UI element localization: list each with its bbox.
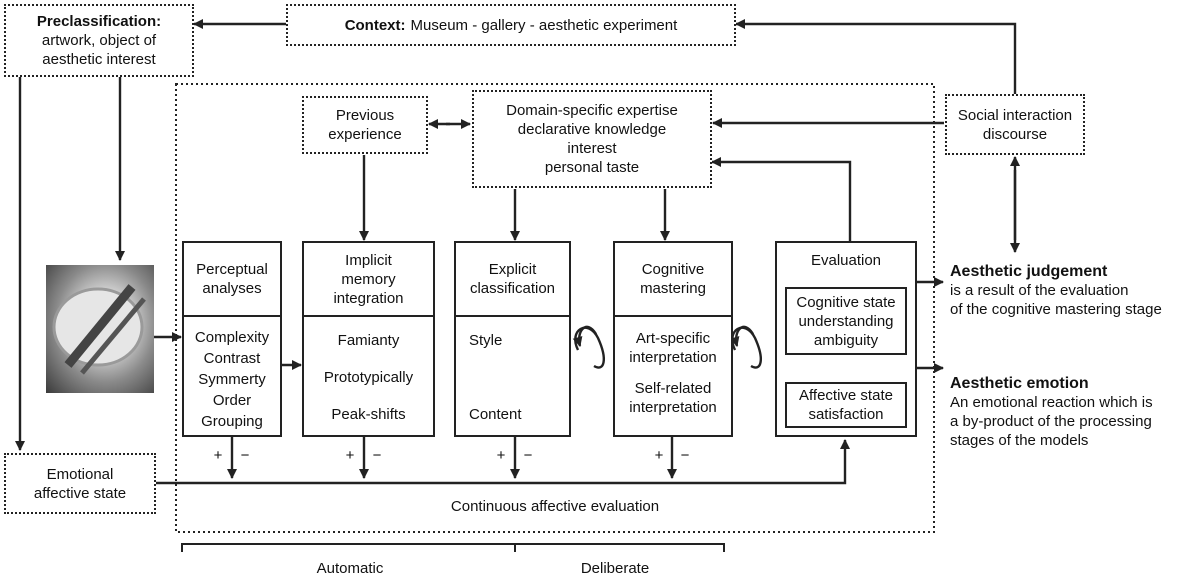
explicit-item-style: Style xyxy=(469,332,503,349)
sign-minus-cognitive: − xyxy=(680,447,690,464)
emotion-line1: An emotional reaction which is xyxy=(950,394,1153,411)
expertise-line2: declarative knowledge xyxy=(517,121,667,138)
label-automatic: Automatic xyxy=(316,560,384,577)
continuous-label: Continuous affective evaluation xyxy=(450,498,660,515)
preclassification-box: Preclassification: artwork, object of ae… xyxy=(4,4,194,77)
sign-plus-perceptual: + xyxy=(213,447,223,464)
explicit-head1: Explicit xyxy=(488,261,537,278)
preclassification-title: Preclassification: xyxy=(36,13,162,30)
explicit-head2: classification xyxy=(469,280,556,297)
implicit-item-familiarity: Famianty xyxy=(337,332,400,349)
emotional-line2: affective state xyxy=(33,484,127,502)
implicit-item-prototypicality: Prototypically xyxy=(323,369,414,386)
judgement-title: Aesthetic judgement xyxy=(950,263,1108,280)
bracket-automatic-deliberate xyxy=(181,543,725,552)
social-line1: Social interaction xyxy=(957,106,1073,124)
perceptual-head2: analyses xyxy=(202,280,262,297)
cognitive-state-line3: ambiguity xyxy=(813,331,879,349)
perceptual-item-complexity: Complexity xyxy=(194,329,270,346)
label-deliberate: Deliberate xyxy=(580,560,650,577)
cycle-explicit-cognitive xyxy=(574,326,605,369)
aesthetic-emotion: Aesthetic emotion An emotional reaction … xyxy=(950,374,1200,450)
stage-explicit: Explicit classification Style Content xyxy=(454,241,571,437)
perceptual-item-symmetry: Symmerty xyxy=(198,371,266,388)
sign-plus-explicit: + xyxy=(496,447,506,464)
model-frame xyxy=(175,83,935,533)
perceptual-item-order: Order xyxy=(212,392,252,409)
social-line2: discourse xyxy=(982,125,1048,143)
arrow-continuous-to-evaluation xyxy=(156,439,850,485)
previous-line1: Previous xyxy=(335,107,395,124)
emotional-state-box: Emotional affective state xyxy=(4,453,156,514)
implicit-item-peakshifts: Peak-shifts xyxy=(331,406,406,423)
judgement-line2: of the cognitive mastering stage xyxy=(950,301,1162,318)
preclassification-line2: aesthetic interest xyxy=(42,51,156,68)
expertise-line4: personal taste xyxy=(544,159,640,176)
cognitive-item2a: Self-related xyxy=(634,380,712,397)
sign-minus-implicit: − xyxy=(372,447,382,464)
aesthetic-judgement: Aesthetic judgement is a result of the e… xyxy=(950,262,1200,319)
sign-plus-cognitive: + xyxy=(654,447,664,464)
cognitive-state-box: Cognitive state understanding ambiguity xyxy=(785,287,907,355)
evaluation-head: Evaluation xyxy=(810,252,882,269)
cognitive-item2b: interpretation xyxy=(629,399,717,416)
implicit-head2: memory xyxy=(341,270,396,288)
cognitive-state-line1: Cognitive state xyxy=(796,293,896,311)
previous-line2: experience xyxy=(328,126,402,143)
social-interaction-box: Social interaction discourse xyxy=(945,94,1085,155)
perceptual-item-contrast: Contrast xyxy=(203,350,261,367)
sign-minus-explicit: − xyxy=(523,447,533,464)
preclassification-line1: artwork, object of xyxy=(41,32,157,49)
expertise-line1: Domain-specific expertise xyxy=(506,102,678,119)
explicit-item-content: Content xyxy=(469,406,522,423)
emotion-title: Aesthetic emotion xyxy=(950,375,1089,392)
implicit-head3: integration xyxy=(333,289,404,307)
cognitive-state-line2: understanding xyxy=(798,312,894,330)
arrow-social-to-context xyxy=(735,19,1017,94)
emotion-line2: a by-product of the processing xyxy=(950,413,1152,430)
affective-state-box: Affective state satisfaction xyxy=(785,382,907,428)
emotional-line1: Emotional xyxy=(46,465,114,483)
expertise-line3: interest xyxy=(567,140,617,157)
artwork-image xyxy=(46,265,154,393)
implicit-head1: Implicit xyxy=(345,251,392,269)
affective-state-line2: satisfaction xyxy=(808,406,884,423)
sign-minus-perceptual: − xyxy=(240,447,250,464)
affective-state-line1: Affective state xyxy=(799,387,893,404)
judgement-line1: is a result of the evaluation xyxy=(950,282,1129,299)
perceptual-item-grouping: Grouping xyxy=(201,413,263,430)
emotion-line3: stages of the models xyxy=(950,432,1089,449)
cognitive-head1: Cognitive xyxy=(641,261,705,278)
previous-experience-box: Previous experience xyxy=(302,96,428,154)
stage-cognitive: Cognitive mastering Art-specific interpr… xyxy=(613,241,733,437)
stage-implicit: Implicit memory integration Famianty Pro… xyxy=(302,241,435,437)
context-title: Context: xyxy=(344,16,406,34)
expertise-box: Domain-specific expertise declarative kn… xyxy=(472,90,712,188)
artwork-plate-icon xyxy=(52,284,146,375)
context-box: Context: Museum - gallery - aesthetic ex… xyxy=(286,4,736,46)
cognitive-item1a: Art-specific xyxy=(635,330,711,347)
cognitive-item1b: interpretation xyxy=(629,349,717,366)
cognitive-head2: mastering xyxy=(640,280,706,297)
perceptual-head1: Perceptual xyxy=(196,261,268,278)
context-text: Museum - gallery - aesthetic experiment xyxy=(410,16,678,34)
sign-plus-implicit: + xyxy=(345,447,355,464)
stage-perceptual: Perceptual analyses Complexity Contrast … xyxy=(182,241,282,437)
